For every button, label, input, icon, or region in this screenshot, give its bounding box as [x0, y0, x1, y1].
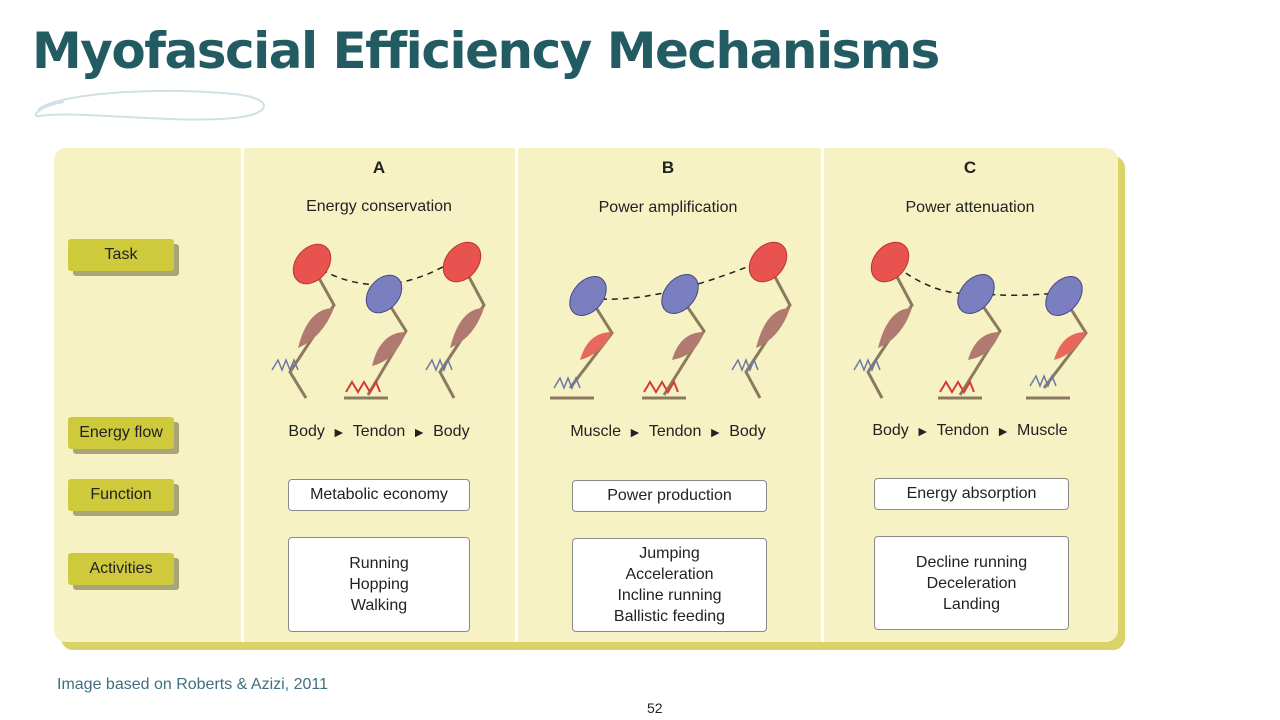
function-box-a: Metabolic economy — [288, 479, 470, 511]
column-divider — [515, 148, 518, 642]
activity-item: Walking — [350, 597, 408, 614]
column-task-b: Power amplification — [598, 199, 738, 216]
flow-step: Muscle — [570, 423, 621, 440]
activities-box-c: Decline running Deceleration Landing — [874, 536, 1069, 630]
row-label-function: Function — [68, 479, 174, 511]
column-divider — [821, 148, 824, 642]
column-task-c: Power attenuation — [905, 199, 1035, 216]
leg-diagrams — [271, 241, 1088, 400]
dashed-trajectory-c — [887, 259, 1067, 296]
mechanism-figure: Task Energy flow Function Activities A E… — [54, 148, 1118, 642]
activity-item: Ballistic feeding — [613, 608, 726, 625]
energy-flow-a: Body ► Tendon ► Body — [288, 423, 469, 441]
flow-step: Body — [729, 423, 766, 440]
function-box-c: Energy absorption — [874, 478, 1069, 510]
row-label-activities: Activities — [68, 553, 174, 585]
leg-figure-b1 — [550, 276, 614, 400]
dashed-trajectory-a — [311, 257, 459, 286]
flow-step: Body — [872, 422, 909, 439]
flow-arrow-icon: ► — [331, 424, 346, 440]
activity-item: Jumping — [639, 545, 700, 562]
row-label-task: Task — [68, 239, 174, 271]
activities-box-b: Jumping Acceleration Incline running Bal… — [572, 538, 767, 632]
leg-figure-b3 — [731, 241, 792, 399]
column-divider — [241, 148, 244, 642]
row-label-energy-flow: Energy flow — [68, 417, 174, 449]
activity-item: Running — [349, 555, 409, 572]
flow-arrow-icon: ► — [708, 424, 723, 440]
column-letter-b: B — [661, 158, 675, 177]
flow-step: Tendon — [648, 423, 702, 440]
leg-figure-c3 — [1026, 276, 1088, 400]
flow-arrow-icon: ► — [628, 424, 642, 440]
leg-figure-c1 — [853, 241, 914, 399]
activities-box-a: Running Hopping Walking — [288, 537, 470, 632]
leg-figure-a1 — [271, 243, 336, 399]
flow-step: Tendon — [352, 423, 406, 440]
flow-arrow-icon: ► — [996, 423, 1010, 439]
slide-title: Myofascial Efficiency Mechanisms — [32, 22, 940, 80]
flow-arrow-icon: ► — [412, 424, 427, 440]
activity-item: Hopping — [349, 576, 409, 593]
energy-flow-b: Muscle ► Tendon ► Body — [570, 423, 765, 441]
activity-item: Decline running — [915, 553, 1028, 571]
activity-item: Acceleration — [625, 566, 714, 583]
activity-item: Deceleration — [926, 574, 1017, 592]
title-swoosh-decoration — [34, 89, 265, 121]
column-task-a: Energy conservation — [306, 198, 452, 215]
activity-item: Incline running — [617, 587, 722, 604]
flow-step: Body — [433, 423, 470, 440]
leg-figure-c2 — [938, 274, 1002, 400]
leg-figure-b2 — [642, 274, 706, 400]
column-letter-c: C — [963, 158, 977, 177]
page-number: 52 — [647, 700, 663, 716]
flow-step: Tendon — [936, 422, 990, 439]
column-letter-a: A — [372, 158, 386, 177]
leg-figure-a2 — [344, 274, 408, 400]
image-citation: Image based on Roberts & Azizi, 2011 — [57, 676, 328, 693]
energy-flow-c: Body ► Tendon ► Muscle — [872, 422, 1067, 440]
activity-item: Landing — [943, 595, 1000, 613]
dashed-trajectory-b — [589, 259, 765, 300]
flow-step: Muscle — [1017, 422, 1068, 439]
flow-arrow-icon: ► — [915, 423, 930, 439]
leg-figure-a3 — [425, 241, 486, 399]
function-box-b: Power production — [572, 480, 767, 512]
flow-step: Body — [288, 423, 325, 440]
